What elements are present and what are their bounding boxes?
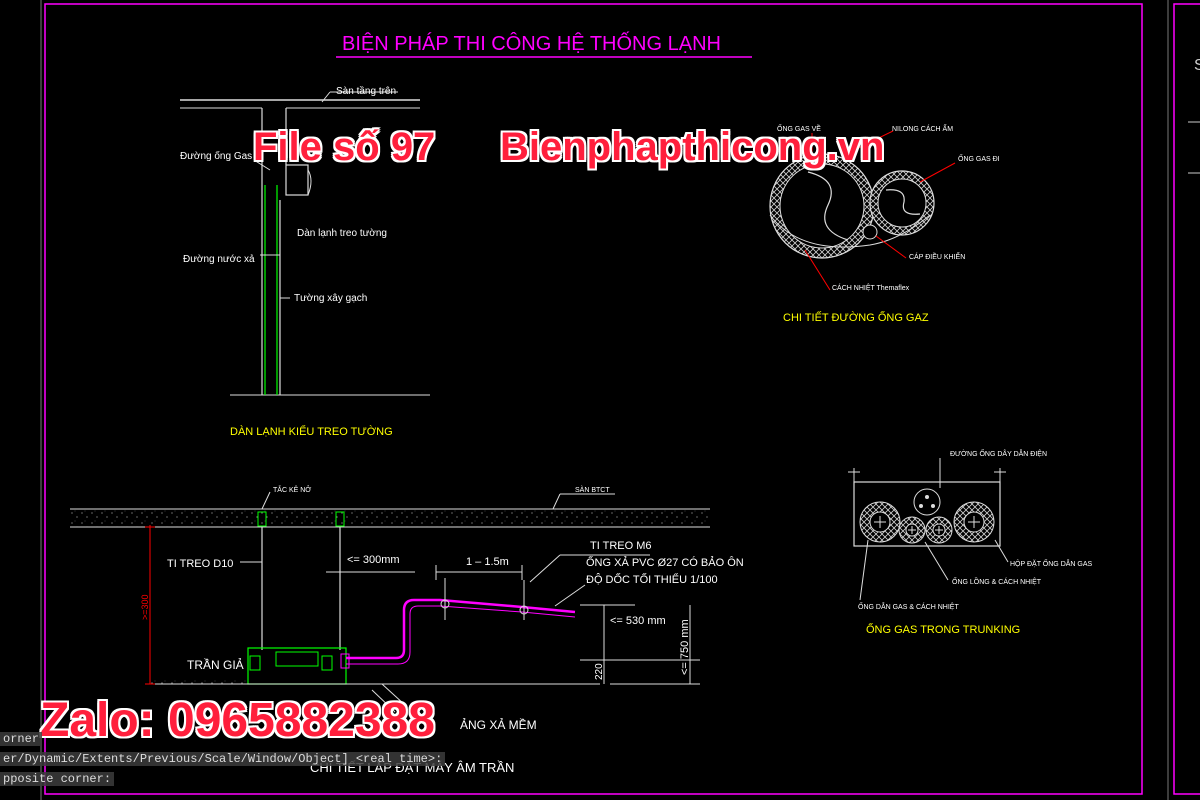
caption-wall-unit: DÀN LẠNH KIỂU TREO TƯỜNG <box>230 425 393 438</box>
caption-gas-detail: CHI TIẾT ĐƯỜNG ỐNG GAZ <box>783 310 929 324</box>
page-title: BIỆN PHÁP THI CÔNG HỆ THỐNG LẠNH <box>342 31 721 55</box>
command-line-1: orner <box>0 732 43 746</box>
label-hop-dat: HỘP ĐẶT ỐNG DẪN GAS <box>1010 558 1093 568</box>
label-ong-gas-di: ỐNG GAS ĐI <box>958 153 1000 163</box>
label-dim-220: 220 <box>594 663 605 680</box>
label-san-btct: SÀN BTCT <box>575 485 610 494</box>
label-dan-lanh: Dàn lạnh treo tường <box>297 228 387 239</box>
label-ong-mem: ẢNG XẢ MỀM <box>460 717 537 732</box>
watermark-website: Bienphapthicong.vn <box>500 125 885 169</box>
label-tac-ke-no: TẮC KÊ NỞ <box>273 485 311 494</box>
label-ti-treo-m6: TI TREO M6 <box>590 540 652 552</box>
label-dim-300v: >=300 <box>140 594 150 620</box>
label-ong-dan-gas: ỐNG DẪN GAS & CÁCH NHIỆT <box>858 601 959 611</box>
label-ong-xa-1: ỐNG XẢ PVC Ø27 CÓ BẢO ÔN <box>586 555 744 569</box>
label-ong-xa-2: ĐỘ DỐC TỐI THIỂU 1/100 <box>586 572 718 586</box>
watermark-zalo: Zalo: 0965882388 <box>40 694 435 747</box>
right-frame-text-s: S <box>1194 57 1200 74</box>
label-cach-nhiet: CÁCH NHIỆT Themaflex <box>832 283 910 292</box>
label-tuong: Tường xây gạch <box>294 293 367 304</box>
trunking-detail <box>848 458 1009 601</box>
ceiling-unit-detail <box>70 491 710 713</box>
label-dim-530: <= 530 mm <box>610 615 666 627</box>
label-ong-long: ỐNG LỒNG & CÁCH NHIỆT <box>952 576 1042 586</box>
label-duong-ong-day: ĐƯỜNG ỐNG DÂY DẪN ĐIỆN <box>950 448 1047 458</box>
gas-pipe-detail <box>769 130 956 291</box>
watermark-file-number: File số 97 <box>253 125 436 169</box>
wall-unit-detail <box>180 91 430 396</box>
label-duong-nuoc-xa: Đường nước xả <box>183 254 255 265</box>
label-duong-ong-gas: Đường ống Gas <box>180 150 252 162</box>
label-cap-dieu-khien: CÁP ĐIỀU KHIỂN <box>909 251 965 261</box>
label-ti-treo-d10: TI TREO D10 <box>167 558 233 570</box>
sheet-border-magenta <box>44 3 1143 795</box>
label-nilong: NILONG CÁCH ẨM <box>892 124 953 133</box>
label-dim-750: <= 750 mm <box>679 619 691 675</box>
caption-trunking: ỐNG GAS TRONG TRUNKING <box>866 622 1020 636</box>
label-ong-gas-ve: ỐNG GAS VỀ <box>777 123 821 133</box>
command-line-3[interactable]: pposite corner: <box>0 772 115 786</box>
label-san-tang-tren: Sàn tầng trên <box>336 85 396 97</box>
label-dim-300: <= 300mm <box>347 554 400 566</box>
label-dim-1-15: 1 – 1.5m <box>466 556 509 568</box>
label-tran-gia: TRẦN GIẢ <box>187 657 244 672</box>
sheet-border-right <box>1173 3 1200 795</box>
command-line-2[interactable]: er/Dynamic/Extents/Previous/Scale/Window… <box>0 752 446 766</box>
